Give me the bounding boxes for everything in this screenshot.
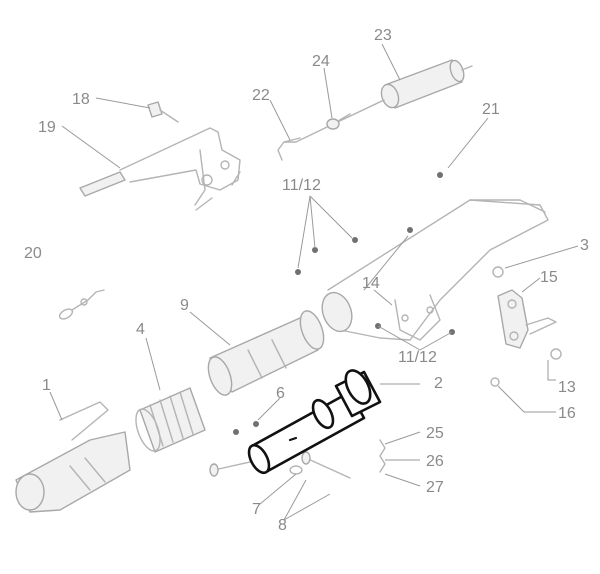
drawbar-housing	[321, 199, 549, 341]
callout-labels: 1 2 3 4 6 7 8 9 11/12 11/12 13 14 15 16 …	[24, 27, 589, 534]
callout-1: 1	[42, 377, 51, 394]
callout-2: 2	[434, 375, 443, 392]
callout-15: 15	[540, 269, 558, 286]
callout-4: 4	[136, 321, 145, 338]
callout-25: 25	[426, 425, 444, 442]
part-20-cable	[58, 289, 105, 320]
part-15-bracket	[497, 289, 557, 349]
callout-23: 23	[374, 27, 392, 44]
callout-26: 26	[426, 453, 444, 470]
part-23-damper	[380, 59, 473, 109]
callout-11-12-bottom: 11/12	[398, 349, 437, 366]
part-2-drawbar-tube	[247, 369, 382, 475]
part-1-coupling-head	[15, 401, 131, 513]
part-9-sleeve	[207, 310, 325, 396]
callout-7: 7	[252, 501, 261, 518]
callout-27: 27	[426, 479, 444, 496]
callout-11-12-top: 11/12	[282, 177, 321, 194]
part-4-bellows	[135, 387, 206, 453]
parts-11-12-fasteners	[233, 172, 455, 435]
leader-lines	[49, 43, 579, 521]
part-19-brake-lever	[79, 127, 241, 211]
part-22-rod	[277, 99, 385, 161]
callout-8: 8	[278, 517, 287, 534]
callout-21: 21	[482, 101, 500, 118]
callout-16: 16	[558, 405, 576, 422]
callout-22: 22	[252, 87, 270, 104]
callout-6: 6	[276, 385, 285, 402]
callout-20: 20	[24, 245, 42, 262]
parts-13-16-hardware	[490, 266, 562, 387]
callout-13: 13	[558, 379, 576, 396]
callout-18: 18	[72, 91, 90, 108]
parts-25-27-pins	[379, 439, 386, 473]
callout-3: 3	[580, 237, 589, 254]
callout-19: 19	[38, 119, 56, 136]
callout-14: 14	[362, 275, 380, 292]
callout-24: 24	[312, 53, 330, 70]
callout-9: 9	[180, 297, 189, 314]
part-18-bolt	[147, 101, 179, 123]
